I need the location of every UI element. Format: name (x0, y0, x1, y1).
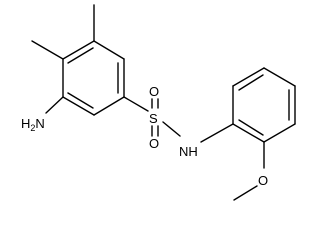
oxygen-top-label: O (149, 84, 159, 99)
sulfur-label: S (149, 111, 158, 126)
ring-to-sulfur-bond (123, 96, 149, 112)
methoxy-methyl-bond (233, 185, 258, 201)
molecule-structure: H2N S O O NH O (21, 4, 296, 201)
bond-a6 (62, 40, 95, 60)
bond-a6-inner (67, 47, 94, 64)
ring-a (62, 40, 125, 116)
bond-b3 (263, 67, 296, 87)
bond-a4 (62, 96, 95, 116)
bond-b5 (263, 123, 296, 143)
methoxy-o-label: O (258, 173, 268, 188)
bond-a4-inner (67, 92, 94, 109)
amine-label: H2N (21, 116, 45, 133)
nh-to-ring-bond (200, 123, 234, 143)
ring-b (232, 67, 296, 143)
bond-a3 (93, 96, 125, 116)
methyl-bond-left (31, 40, 64, 60)
sulfur-to-nh-bond (162, 121, 181, 137)
nh-label: NH (179, 144, 198, 159)
bond-b6-inner (238, 119, 264, 136)
oxygen-bottom-label: O (149, 136, 159, 151)
bond-b2-inner (238, 74, 264, 91)
amine-bond (45, 96, 64, 114)
bond-a1 (93, 40, 125, 60)
bond-b2 (232, 67, 265, 87)
bond-b6 (232, 123, 265, 143)
